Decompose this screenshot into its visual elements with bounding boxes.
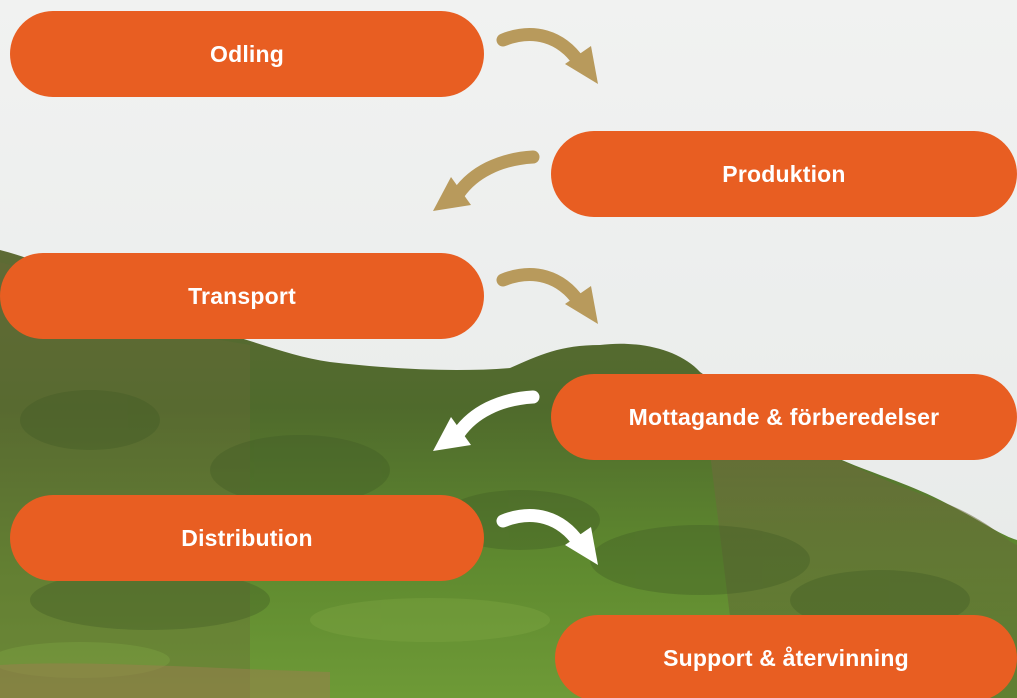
arrow-left-down-icon [433,150,540,211]
step-produktion: Produktion [551,131,1017,217]
step-label: Mottagande & förberedelser [628,403,940,430]
step-distribution: Distribution [10,495,484,581]
step-label: Transport [188,282,296,309]
step-transport: Transport [0,253,484,339]
arrow-right-down-icon [496,28,598,84]
arrow-right-down-icon [496,509,598,565]
step-mottagande-forberedelser: Mottagande & förberedelser [551,374,1017,460]
step-label: Odling [209,40,285,67]
step-label: Support & återvinning [663,644,909,671]
step-odling: Odling [10,11,484,97]
arrow-left-down-icon [433,390,540,451]
step-label: Produktion [722,160,846,187]
step-support-atervinning: Support & återvinning [555,615,1017,698]
step-label: Distribution [181,524,313,551]
arrow-right-down-icon [496,268,598,324]
